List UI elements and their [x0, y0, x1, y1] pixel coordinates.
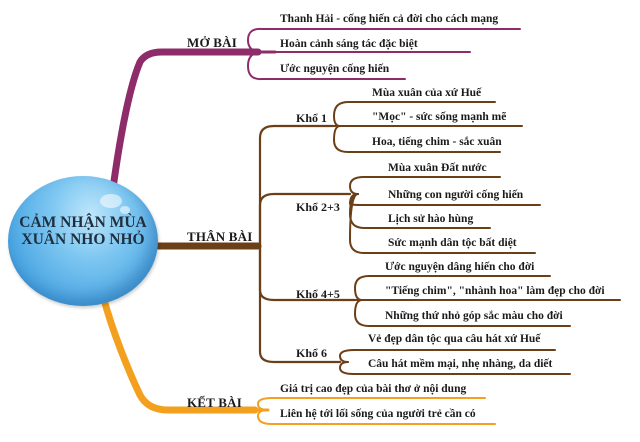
leaf-kho-2-3-1: Mùa xuân Đất nước	[388, 162, 487, 174]
branch-label-than-bai: THÂN BÀI	[187, 229, 253, 244]
leaf-kho-4-5-3: Những thứ nhỏ góp sắc màu cho đời	[385, 310, 563, 322]
group-label-kho-4-5: Khổ 4+5	[296, 287, 340, 301]
central-title-line-2: XUÂN NHO NHỎ	[21, 231, 145, 248]
bubble-highlight-small	[120, 206, 130, 214]
central-title-line-1: CẢM NHẬN MÙA	[19, 214, 147, 231]
central-topic-title: CẢM NHẬN MÙA XUÂN NHO NHỎ	[8, 214, 158, 248]
leaf-kho-1-1: Mùa xuân của xứ Huế	[372, 87, 482, 99]
leaf-kho-6-1: Vẻ đẹp dân tộc qua câu hát xứ Huế	[368, 333, 541, 345]
group-label-kho-2-3: Khổ 2+3	[296, 200, 340, 214]
branch-label-ket-bai: KẾT BÀI	[187, 395, 242, 410]
mo-bai-branch	[108, 27, 521, 200]
leaf-kho-2-3-4: Sức mạnh dân tộc bất diệt	[388, 237, 517, 249]
group-label-kho-1: Khổ 1	[296, 111, 328, 125]
leaf-kho-2-3-3: Lịch sử hào hùng	[388, 213, 474, 225]
than-bai-branch	[152, 101, 621, 375]
bubble-highlight	[100, 194, 122, 208]
leaf-kho-1-3: Hoa, tiếng chim - sắc xuân	[372, 136, 502, 148]
leaf-mo-bai-2: Hoàn cảnh sáng tác đặc biệt	[280, 38, 418, 50]
branch-label-mo-bai: MỞ BÀI	[187, 35, 237, 50]
central-topic-bubble: CẢM NHẬN MÙA XUÂN NHO NHỎ	[8, 176, 158, 306]
leaf-kho-6-2: Câu hát mềm mại, nhẹ nhàng, da diết	[368, 358, 553, 370]
leaf-kho-4-5-2: "Tiếng chim", "nhành hoa" làm đẹp cho đờ…	[385, 285, 605, 297]
leaf-kho-2-3-2: Những con người cống hiến	[388, 189, 524, 201]
leaf-mo-bai-1: Thanh Hải - cống hiến cả đời cho cách mạ…	[280, 13, 499, 25]
group-label-kho-6: Khổ 6	[296, 346, 328, 360]
leaf-mo-bai-3: Ước nguyện cống hiến	[280, 63, 390, 75]
leaf-kho-4-5-1: Ước nguyện dâng hiến cho đời	[385, 261, 535, 273]
leaf-ket-bai-1: Giá trị cao đẹp của bài thơ ở nội dung	[280, 383, 467, 395]
leaf-kho-1-2: "Mọc" - sức sống mạnh mẽ	[372, 111, 507, 123]
leaf-ket-bai-2: Liên hệ tới lối sống của người trẻ cần c…	[280, 408, 476, 420]
ket-bai-branch	[99, 292, 496, 425]
